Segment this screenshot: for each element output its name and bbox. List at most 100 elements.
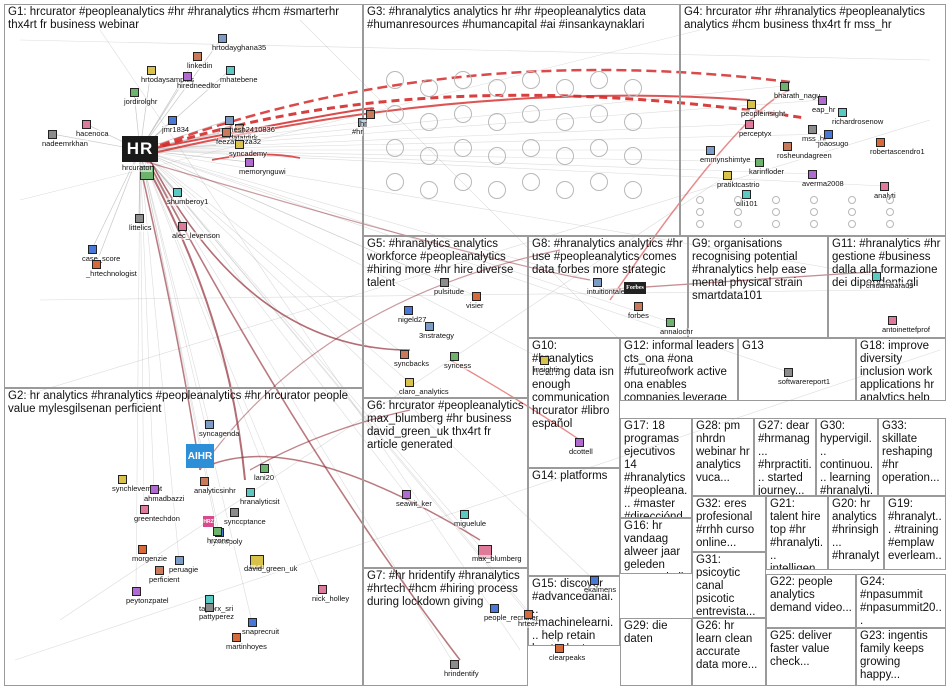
node-mhatebene[interactable] bbox=[226, 66, 235, 75]
node-syncbacks[interactable] bbox=[400, 350, 409, 359]
node-antoinettefprof[interactable] bbox=[888, 316, 897, 325]
node-rosheundagreen[interactable] bbox=[783, 142, 792, 151]
node-hrindentify[interactable] bbox=[450, 660, 459, 669]
node-lani20[interactable] bbox=[260, 464, 269, 473]
node-clearpeaks[interactable] bbox=[555, 644, 564, 653]
node-olli101[interactable] bbox=[742, 190, 751, 199]
node-emmynshimtye[interactable] bbox=[706, 146, 715, 155]
node-hiredneedltor[interactable] bbox=[183, 72, 192, 81]
node-hrtec[interactable] bbox=[524, 610, 533, 619]
unconnected-node bbox=[624, 181, 642, 199]
node-label: nick_holley bbox=[312, 594, 350, 603]
node-littelics[interactable] bbox=[135, 214, 144, 223]
node-hranalyticsit[interactable] bbox=[246, 488, 255, 497]
node-hr[interactable] bbox=[366, 110, 375, 119]
node-feezafeeza32[interactable] bbox=[222, 128, 231, 137]
node-peruagie[interactable] bbox=[175, 556, 184, 565]
node-label: case_score bbox=[82, 254, 121, 263]
group-panel-g30: G30: hypervigil... continuou... learning… bbox=[816, 418, 878, 496]
node-label: chidambara09 bbox=[866, 281, 914, 290]
node-syncagenda[interactable] bbox=[205, 420, 214, 429]
node-synchlevement[interactable] bbox=[118, 475, 127, 484]
node-jmr1834[interactable] bbox=[168, 116, 177, 125]
node-case_score[interactable] bbox=[88, 245, 97, 254]
node-syncess[interactable] bbox=[450, 352, 459, 361]
group-label-g25: G25: deliver faster value check... bbox=[770, 630, 836, 668]
edge-red bbox=[149, 159, 411, 351]
node-dcottell[interactable] bbox=[575, 438, 584, 447]
hrcurator-logo[interactable]: HR bbox=[122, 136, 158, 162]
node-miguelule[interactable] bbox=[460, 510, 469, 519]
node-mahesh2410836[interactable] bbox=[225, 116, 234, 125]
node-hrtodayghana35[interactable] bbox=[218, 34, 227, 43]
node-seawit_ker[interactable] bbox=[402, 490, 411, 499]
node-annalochr[interactable] bbox=[666, 318, 675, 327]
node-peytonzpatel[interactable] bbox=[132, 587, 141, 596]
group-label-g10: G10: #hranalytics hearing data isn enoug… bbox=[532, 340, 618, 430]
node-hrtodaysamples[interactable] bbox=[147, 66, 156, 75]
node-memorynguwi[interactable] bbox=[245, 158, 254, 167]
node-3nstrategy[interactable] bbox=[425, 322, 434, 331]
node-hacenoca[interactable] bbox=[82, 120, 91, 129]
node-label: nigeld27 bbox=[398, 315, 427, 324]
aihr-logo[interactable]: AIHR bbox=[186, 444, 214, 468]
node-mss_hr[interactable] bbox=[808, 125, 817, 134]
node-joaosugo[interactable] bbox=[824, 130, 833, 139]
group-label-g27: G27: dear #hrmanag... #hrpractiti... sta… bbox=[758, 420, 813, 496]
node-analyti[interactable] bbox=[880, 182, 889, 191]
node-intuitiontalent[interactable] bbox=[593, 278, 602, 287]
hrzone-logo[interactable]: HRZ bbox=[203, 516, 214, 527]
node-label: pattyperez bbox=[199, 612, 235, 621]
node-ekalmens[interactable] bbox=[590, 576, 599, 585]
node-label: karinfloder bbox=[749, 167, 785, 176]
node-syncademy[interactable] bbox=[235, 140, 244, 149]
node-morgenzie[interactable] bbox=[138, 545, 147, 554]
node-forbes[interactable] bbox=[634, 302, 643, 311]
node-chidambara09[interactable] bbox=[872, 272, 881, 281]
node-robertascendro1[interactable] bbox=[876, 138, 885, 147]
node-people_recruiter[interactable] bbox=[490, 604, 499, 613]
node-snaprecruit[interactable] bbox=[248, 618, 257, 627]
group-panel-g3: G3: #hranalytics analytics hr #hr #peopl… bbox=[363, 4, 680, 236]
node-peopleinsight[interactable] bbox=[747, 100, 756, 109]
group-panel-g8: G8: #hranalytics analytics #hr use #peop… bbox=[528, 236, 688, 338]
node-alec_levenson[interactable] bbox=[178, 222, 187, 231]
node-_hrtechnologist[interactable] bbox=[92, 260, 101, 269]
unconnected-node bbox=[522, 71, 540, 89]
node-insightz[interactable] bbox=[540, 356, 549, 365]
node-nick_holley[interactable] bbox=[318, 585, 327, 594]
group-panel-g9: G9: organisations recognising potential … bbox=[688, 236, 828, 338]
node-karinfloder[interactable] bbox=[755, 158, 764, 167]
node-softwarereport1[interactable] bbox=[784, 368, 793, 377]
group-panel-g4: G4: hrcurator #hr #hranalytics #peoplean… bbox=[680, 4, 946, 236]
node-label: richardrosenow bbox=[832, 117, 884, 126]
node-pulsitude[interactable] bbox=[440, 278, 449, 287]
node-perceptyx[interactable] bbox=[745, 120, 754, 129]
node-eap_hr[interactable] bbox=[818, 96, 827, 105]
node-perficient[interactable] bbox=[155, 566, 164, 575]
forbes-logo[interactable]: Forbes bbox=[624, 282, 646, 294]
node-label: seawit_ker bbox=[396, 499, 432, 508]
node-visier[interactable] bbox=[472, 292, 481, 301]
node-linkedin[interactable] bbox=[193, 52, 202, 61]
node-pattyperez[interactable] bbox=[205, 603, 214, 612]
node-pratiktcastrio[interactable] bbox=[723, 171, 732, 180]
node-bharath_nagu[interactable] bbox=[780, 82, 789, 91]
unconnected-node bbox=[848, 220, 856, 228]
node-nadeemrkhan[interactable] bbox=[48, 130, 57, 139]
node-analyticsinhr[interactable] bbox=[200, 477, 209, 486]
node-nigeld27[interactable] bbox=[404, 306, 413, 315]
node-ahmadbazzi[interactable] bbox=[150, 485, 159, 494]
node-richardrosenow[interactable] bbox=[838, 108, 847, 117]
node-averma2008[interactable] bbox=[808, 170, 817, 179]
node-claro_analytics[interactable] bbox=[405, 378, 414, 387]
edge bbox=[59, 179, 721, 621]
node-shumberoy1[interactable] bbox=[173, 188, 182, 197]
node-hrzone[interactable] bbox=[213, 527, 222, 536]
unconnected-node bbox=[696, 208, 704, 216]
node-martinhoyes[interactable] bbox=[232, 633, 241, 642]
group-label-g13: G13 bbox=[742, 340, 764, 352]
node-synccptance[interactable] bbox=[230, 508, 239, 517]
node-greentechdon[interactable] bbox=[140, 505, 149, 514]
node-jordirolghr[interactable] bbox=[130, 88, 139, 97]
